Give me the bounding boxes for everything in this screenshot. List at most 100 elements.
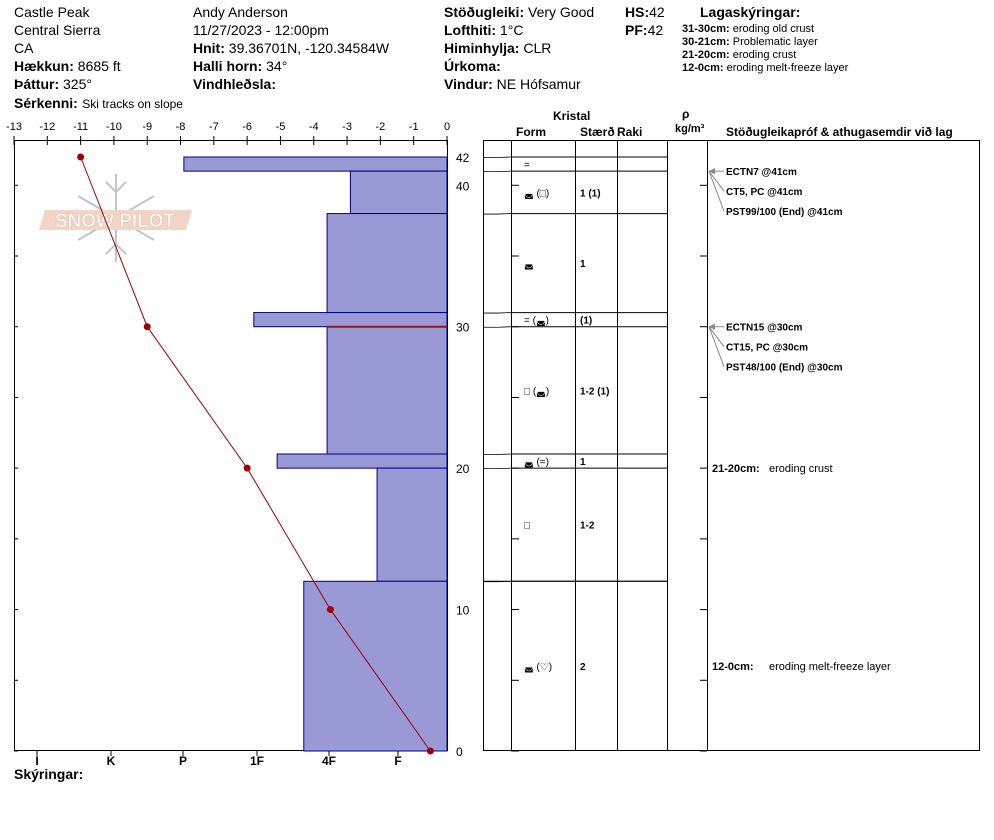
temp-tick-label: -5 [276, 121, 286, 133]
test-pointer [708, 326, 725, 367]
layer-note: 21-20cm: eroding crust [682, 49, 797, 61]
observer: Andy Anderson [193, 4, 288, 20]
temperature-point [77, 153, 85, 161]
temperature-point [326, 606, 334, 614]
depth-label: 20 [456, 462, 470, 476]
depth-label: 10 [456, 604, 470, 618]
layer-connector [483, 312, 512, 314]
grain-table-frame [483, 140, 980, 751]
comment-range: 21-20cm: [712, 463, 760, 475]
grain-size: 1 [580, 259, 586, 270]
stability-test: CT15, PC @30cm [726, 343, 808, 354]
moisture-header: Raki [617, 125, 643, 139]
temp-tick-label: -9 [142, 121, 152, 133]
hardness-label: K [107, 754, 116, 768]
hardness-bar [253, 312, 448, 328]
layer-notes-title: Lagaskýringar: [700, 4, 801, 20]
layer-connector [483, 453, 512, 455]
grain-size: 2 [580, 662, 586, 673]
wind: Vindur: NE Hófsamur [444, 76, 581, 92]
state: CA [14, 40, 34, 56]
stability: Stöðugleiki: Very Good [444, 4, 595, 20]
hardness-bar [276, 453, 448, 469]
hardness-bar [303, 580, 448, 752]
comment-range: 12-0cm: [712, 661, 754, 673]
test-arrow [709, 323, 715, 330]
temp-tick-label: 0 [444, 121, 450, 133]
layer-connector [483, 170, 512, 173]
test-pointer [708, 326, 725, 348]
grain-form: ◛ [524, 259, 534, 270]
stability-test: ECTN15 @30cm [726, 323, 803, 334]
hardness-label: P [179, 754, 187, 768]
temp-tick-label: -8 [176, 121, 186, 133]
slope-angle: Halli horn: 34° [193, 58, 288, 74]
tests-header: Stöðugleikapróf & athugasemdir við lag [726, 125, 953, 139]
temp-tick-label: -4 [309, 121, 319, 133]
grain-size: 1-2 [580, 521, 595, 532]
sky-cover: Himinhylja: CLR [444, 40, 552, 56]
form-header: Form [516, 125, 546, 139]
size-header: Stærð [580, 125, 615, 139]
hardness-bar [326, 213, 448, 314]
test-pointer [708, 170, 725, 192]
precipitation: Úrkoma: [444, 58, 501, 74]
hardness-label: I [35, 754, 38, 768]
hardness-label: 1F [250, 754, 264, 768]
temp-tick-label: -6 [242, 121, 252, 133]
temp-tick-label: -3 [342, 121, 352, 133]
temp-tick-label: -2 [375, 121, 385, 133]
air-temperature: Lofthiti: 1°C [444, 22, 524, 38]
grain-form: ◛ (=) [524, 457, 549, 468]
features: Sérkenni: Ski tracks on slope [14, 95, 183, 111]
temperature-point [243, 464, 251, 472]
grain-size: (1) [580, 316, 592, 327]
comment-text: eroding crust [769, 463, 833, 475]
depth-label: 30 [456, 321, 470, 335]
test-pointer [708, 170, 725, 212]
stability-test: PST99/100 (End) @41cm [726, 207, 843, 218]
crystal-header: Kristal [553, 109, 591, 123]
temperature-point [426, 747, 434, 755]
hardness-bar [183, 156, 448, 172]
hardness-bar [349, 170, 448, 215]
grain-form: ◛ (♡) [524, 662, 552, 673]
depth-label: 0 [456, 745, 463, 759]
grain-form: = [524, 160, 530, 171]
grain-form: □ [524, 521, 530, 532]
hardness-label: F [394, 754, 401, 768]
density-symbol: ρ [682, 107, 690, 121]
layer-note: 31-30cm: eroding old crust [682, 23, 815, 35]
hardness-label: 4F [322, 754, 336, 768]
wind-loading: Vindhleðsla: [193, 76, 276, 92]
site-name: Castle Peak [14, 4, 90, 20]
temperature-point [143, 323, 151, 331]
layer-connector [483, 213, 512, 215]
hs-value: HS:42 [625, 4, 665, 20]
grain-size: 1 (1) [580, 188, 601, 199]
coordinates: Hnit: 39.36701N, -120.34584W [193, 40, 390, 56]
notes-label: Skýringar: [14, 766, 84, 782]
mountain-range: Central Sierra [14, 22, 101, 38]
layer-connector [483, 467, 512, 470]
temp-tick-label: -1 [409, 121, 419, 133]
grain-size: 1-2 (1) [580, 386, 609, 397]
grain-form: = (◛) [524, 316, 549, 327]
layer-connector [483, 326, 512, 328]
depth-label: 42 [456, 151, 470, 165]
grain-form: ◛ (□) [524, 188, 549, 199]
logo-text: SNOW PILOT [55, 211, 176, 232]
pf-value: PF:42 [625, 22, 664, 38]
grain-form: □ (◛) [524, 386, 549, 397]
date-time: 11/27/2023 - 12:00pm [193, 22, 329, 38]
temp-tick-label: -11 [73, 121, 88, 133]
layer-connector [483, 156, 512, 158]
comment-text: eroding melt-freeze layer [769, 661, 891, 673]
temp-tick-label: -7 [209, 121, 219, 133]
temp-tick-label: -13 [6, 121, 22, 133]
layer-note: 30-21cm: Problematic layer [682, 36, 818, 48]
aspect: Þáttur: 325° [14, 76, 92, 92]
temp-tick-label: -12 [39, 121, 55, 133]
elevation: Hækkun: 8685 ft [14, 58, 121, 74]
